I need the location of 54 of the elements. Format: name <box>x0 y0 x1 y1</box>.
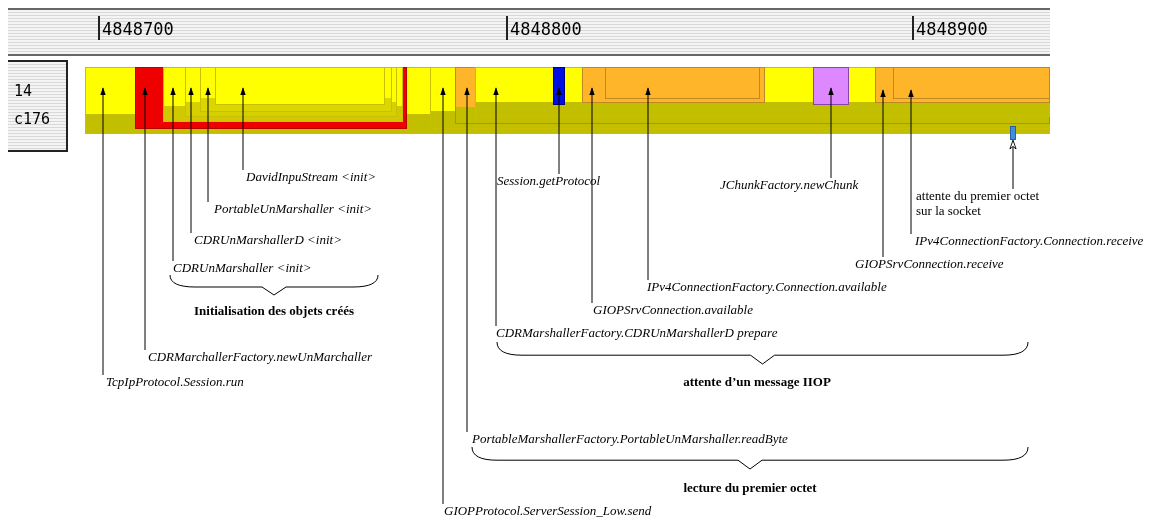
method-label: GIOPSrvConnection.available <box>593 302 753 317</box>
method-label: CDRMarshallerFactory.CDRUnMarshallerD prepare <box>496 325 778 340</box>
brace-label: lecture du premier octet <box>683 480 817 495</box>
method-label: DavidInpuStream <init> <box>246 169 377 184</box>
leader-line <box>556 87 562 175</box>
timeline-segment <box>135 67 407 129</box>
row-label: c176 <box>14 110 51 128</box>
row-label: 14 <box>14 82 33 100</box>
method-label: CDRMarchallerFactory.newUnMarchaller <box>148 349 372 364</box>
leader-line <box>828 87 834 179</box>
timeline-segment <box>1010 126 1016 140</box>
timeline-segment <box>605 67 760 99</box>
leader-line <box>464 87 470 433</box>
timeline-segment <box>215 67 385 105</box>
method-label: GIOPSrvConnection.receive <box>855 256 1004 271</box>
method-label: IPv4ConnectionFactory.Connection.receive <box>915 233 1144 248</box>
leader-line <box>440 87 446 505</box>
annotation-text: attente du premier octet sur la socket <box>916 188 1051 218</box>
method-label: PortableUnMarshaller <init> <box>214 201 372 216</box>
tick-label: 4848900 <box>916 19 988 39</box>
leader-line <box>880 89 886 258</box>
leader-line <box>170 87 176 262</box>
timeline-segment <box>185 67 397 117</box>
method-label: PortableMarshallerFactory.PortableUnMarshaller.readByte <box>472 431 788 446</box>
timeline-segment <box>813 67 849 105</box>
timeline-segment <box>163 67 403 122</box>
timeline-segment <box>200 67 392 112</box>
method-label: CDRUnMarshaller <init> <box>173 260 312 275</box>
tick-label: 4848800 <box>510 19 582 39</box>
leader-line <box>1009 139 1017 190</box>
leader-line <box>908 89 914 235</box>
method-label: GIOPProtocol.ServerSession_Low.send <box>444 503 652 518</box>
leader-line <box>493 87 499 327</box>
leader-line <box>142 87 148 351</box>
leader-line <box>240 87 246 171</box>
timeline-segment <box>875 67 1050 103</box>
leader-line <box>205 87 211 203</box>
brace-label: attente d’un message IIOP <box>683 374 831 389</box>
timeline-segment <box>85 67 1050 134</box>
method-label: JChunkFactory.newChunk <box>720 177 859 192</box>
leader-line <box>645 87 651 281</box>
timeline-segment <box>553 67 565 105</box>
leader-line <box>100 87 106 376</box>
method-label: TcpIpProtocol.Session.run <box>106 374 244 389</box>
brace-label: Initialisation des objets créés <box>194 303 354 318</box>
tick-label: 4848700 <box>102 19 174 39</box>
timeline-segment <box>893 67 1050 99</box>
leader-line <box>188 87 194 234</box>
method-label: CDRUnMarshallerD <init> <box>194 232 342 247</box>
method-label: Session.getProtocol <box>497 173 601 188</box>
timeline-segment <box>475 67 1050 117</box>
leader-line <box>589 87 595 304</box>
method-label: IPv4ConnectionFactory.Connection.available <box>647 279 887 294</box>
timeline-segment <box>582 67 765 103</box>
